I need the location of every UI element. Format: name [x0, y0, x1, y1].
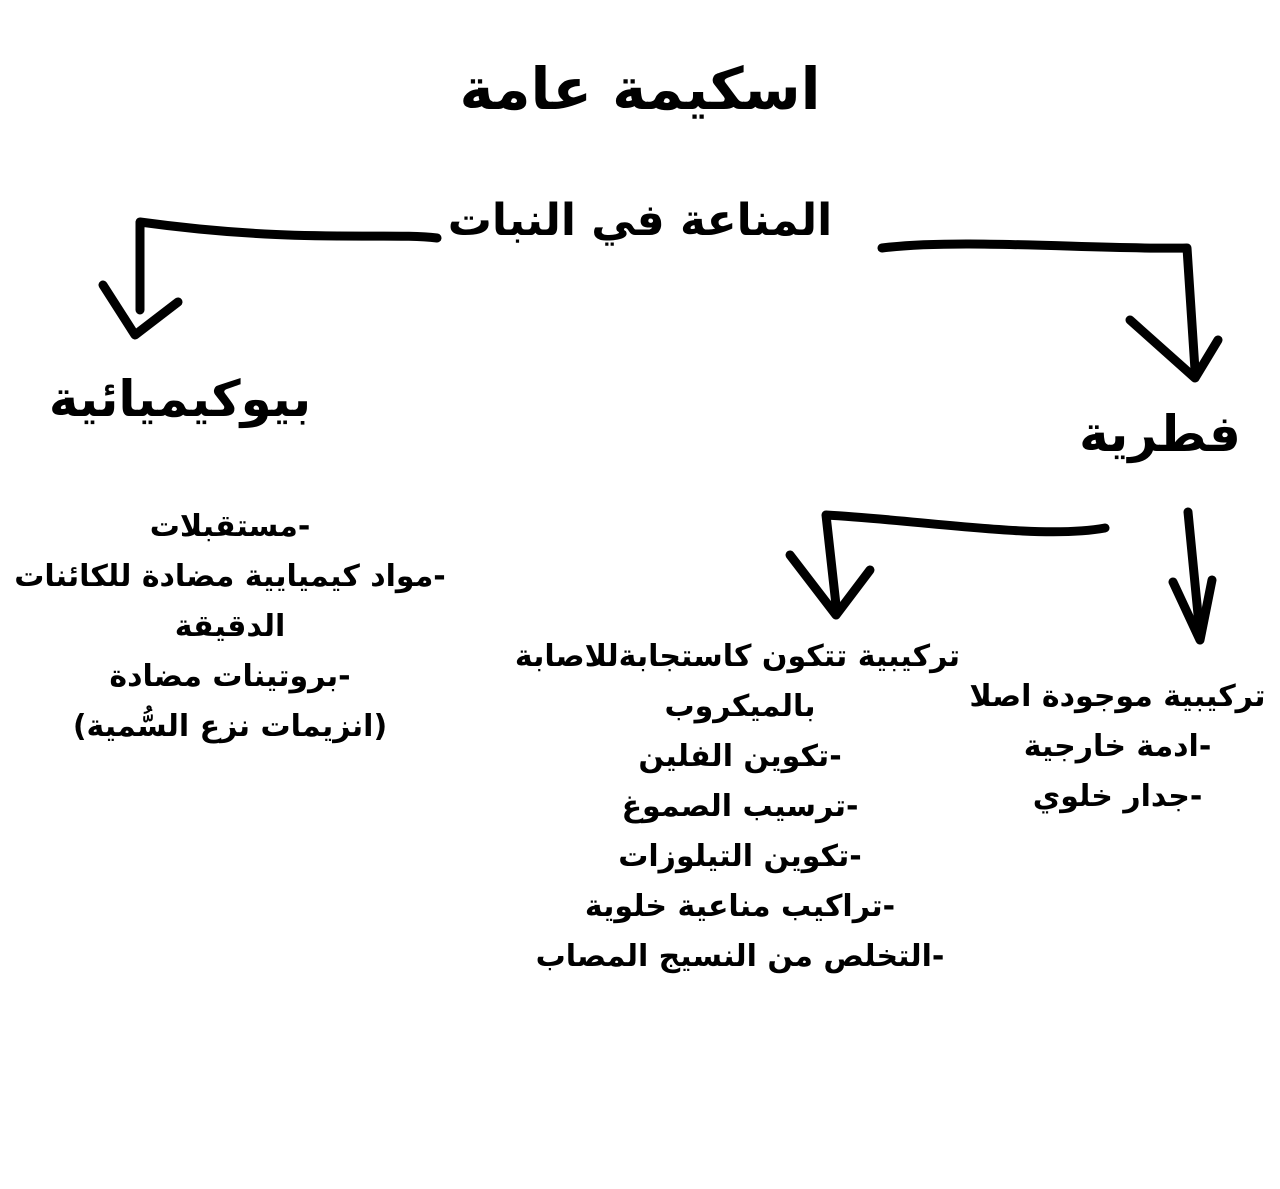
root-node: المناعة في النبات — [447, 195, 833, 246]
list-item: -تراكيب مناعية خلوية — [584, 889, 896, 924]
list-item: -ادمة خارجية — [1023, 729, 1212, 764]
list-item: تركيبية تتكون كاستجابةللاصابة — [514, 639, 960, 674]
arrow-root-to-innate — [877, 239, 1200, 375]
preexisting-structural-list: تركيبية موجودة اصلا -ادمة خارجية -جدار خ… — [955, 672, 1280, 822]
list-item: -التخلص من النسيج المصاب — [535, 939, 945, 974]
arrowhead-preexisting — [1168, 575, 1217, 645]
list-item: بالميكروب — [664, 689, 816, 724]
arrowhead-induced — [785, 550, 875, 620]
list-item: تركيبية موجودة اصلا — [969, 679, 1266, 714]
arrow-root-to-biochemical — [135, 217, 442, 315]
list-item: -مواد كيميايية مضادة للكائنات — [14, 559, 446, 594]
list-item: -تكوين الفلين — [638, 739, 842, 774]
list-item: -تكوين التيلوزات — [618, 839, 862, 874]
innate-heading: فطرية — [1079, 405, 1241, 463]
arrowhead-innate — [1125, 315, 1223, 383]
arrow-innate-to-preexisting — [1183, 507, 1205, 640]
biochemical-heading: بيوكيميائية — [48, 370, 312, 428]
list-item: -مستقبلات — [149, 509, 311, 544]
list-item: -ترسيب الصموغ — [621, 789, 859, 824]
diagram-title: اسكيمة عامة — [459, 55, 821, 123]
biochemical-list: -مستقبلات -مواد كيميايية مضادة للكائنات … — [10, 502, 450, 752]
arrowhead-biochemical — [98, 280, 183, 340]
arrow-innate-to-induced — [821, 510, 1110, 610]
list-item: (انزيمات نزع السُّمية) — [72, 709, 388, 744]
list-item: -بروتينات مضادة — [109, 659, 351, 694]
induced-structural-list: تركيبية تتكون كاستجابةللاصابة بالميكروب … — [514, 632, 960, 982]
list-item: -جدار خلوي — [1032, 779, 1203, 814]
list-item: الدقيقة — [174, 609, 286, 644]
